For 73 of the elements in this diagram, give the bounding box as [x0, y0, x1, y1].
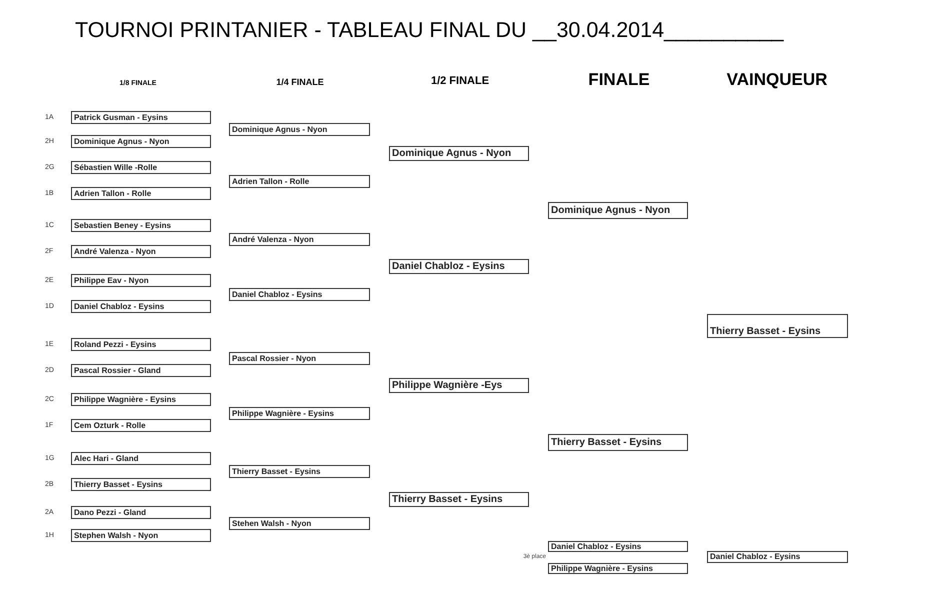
player-box — [229, 288, 370, 301]
round-heading: 1/4 FINALE — [276, 78, 324, 87]
player-name: Adrien Tallon - Rolle — [232, 178, 310, 186]
player-box — [229, 233, 370, 246]
player-name: Stehen Walsh - Nyon — [232, 520, 312, 528]
player-name: Thierry Basset - Eysins — [392, 494, 503, 504]
player-name: Thierry Basset - Eysins — [74, 480, 162, 488]
round-heading: VAINQUEUR — [726, 71, 828, 88]
player-name: Daniel Chabloz - Eysins — [232, 290, 322, 298]
player-box — [229, 175, 370, 188]
player-name: Thierry Basset - Eysins — [551, 438, 662, 448]
player-box — [71, 393, 211, 406]
player-box — [71, 478, 211, 491]
player-name: Thierry Basset - Eysins — [232, 468, 320, 476]
player-box — [71, 187, 211, 200]
player-name: André Valenza - Nyon — [74, 248, 156, 256]
player-name: Philippe Wagnière -Eys — [392, 380, 502, 390]
round-heading: 1/2 FINALE — [430, 76, 490, 87]
player-box — [229, 465, 370, 478]
player-box — [71, 452, 211, 465]
player-box — [389, 146, 529, 161]
player-box — [71, 529, 211, 542]
player-box — [548, 434, 688, 451]
player-name: Dano Pezzi - Gland — [74, 508, 146, 516]
player-name: André Valenza - Nyon — [232, 236, 314, 244]
player-name: Pascal Rossier - Gland — [74, 366, 161, 374]
player-name: Sébastien Wille -Rolle — [74, 164, 158, 172]
player-box — [548, 202, 688, 219]
player-name: Sebastien Beney - Eysins — [74, 222, 171, 230]
player-box — [71, 506, 211, 519]
player-name: Philippe Wagnière - Eysins — [74, 396, 176, 404]
player-name: Philippe Wagnière - Eysins — [551, 564, 653, 572]
player-name: Thierry Basset - Eysins — [710, 327, 821, 337]
player-box — [71, 135, 211, 148]
player-name: Stephen Walsh - Nyon — [74, 532, 158, 540]
player-name: Daniel Chabloz - Eysins — [74, 302, 164, 310]
player-name: Philippe Wagnière - Eysins — [232, 410, 334, 418]
player-box — [389, 378, 529, 393]
player-name: Philippe Eav - Nyon — [74, 276, 149, 284]
player-box — [389, 492, 529, 507]
round-heading: FINALE — [588, 71, 650, 88]
player-name: Daniel Chabloz - Eysins — [551, 542, 642, 550]
player-name: Dominique Agnus - Nyon — [551, 206, 670, 216]
player-box — [71, 111, 211, 124]
player-box — [71, 274, 211, 287]
player-box — [707, 314, 848, 338]
player-box — [71, 300, 211, 313]
player-name: Roland Pezzi - Eysins — [74, 340, 156, 348]
player-box — [71, 338, 211, 351]
player-name: Dominique Agnus - Nyon — [392, 148, 512, 158]
player-box — [548, 563, 688, 574]
player-name: Alec Hari - Gland — [74, 454, 138, 462]
player-box — [71, 161, 211, 174]
player-name: Dominique Agnus - Nyon — [74, 138, 170, 146]
player-box — [229, 407, 370, 420]
player-box — [707, 551, 848, 563]
player-name: Patrick Gusman - Eysins — [74, 114, 168, 122]
player-box — [229, 123, 370, 136]
player-name: Cem Ozturk - Rolle — [74, 422, 146, 430]
player-name: Daniel Chabloz - Eysins — [392, 262, 505, 272]
player-box — [389, 259, 529, 274]
player-name: Adrien Tallon - Rolle — [74, 190, 152, 198]
player-name: Pascal Rossier - Nyon — [232, 354, 316, 362]
player-name: Daniel Chabloz - Eysins — [710, 553, 800, 561]
player-box — [71, 364, 211, 377]
player-box — [229, 352, 370, 365]
title: TOURNOI PRINTANIER - TABLEAU FINAL DU __30.04.2014__________ — [75, 17, 784, 43]
player-box — [548, 541, 688, 552]
player-box — [71, 219, 211, 232]
player-box — [229, 517, 370, 530]
player-box — [71, 419, 211, 432]
player-box — [71, 245, 211, 258]
player-name: Dominique Agnus - Nyon — [232, 126, 328, 134]
